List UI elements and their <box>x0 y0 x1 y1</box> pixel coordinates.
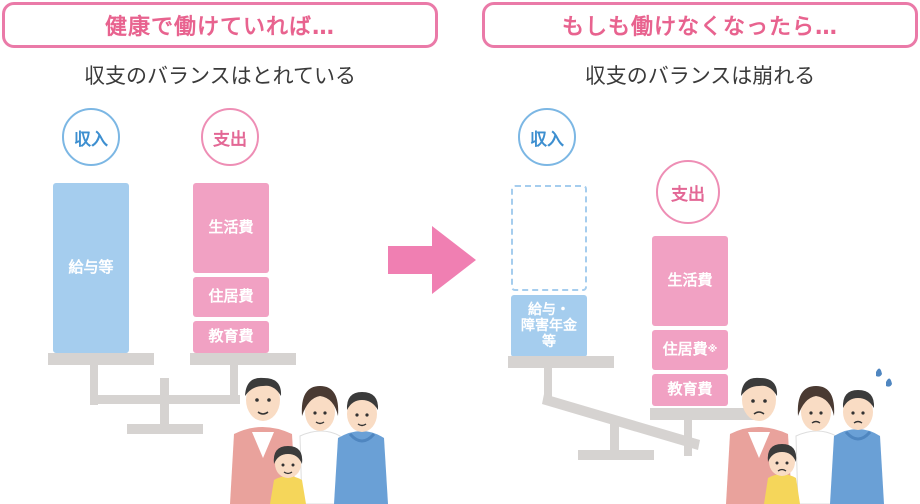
right-expense-label: 支出 <box>671 184 705 205</box>
left-balance-scale <box>48 353 296 434</box>
right-expense-circle: 支出 <box>656 160 720 224</box>
left-income-bar-label: 給与等 <box>68 258 114 277</box>
left-expense-living-label: 生活費 <box>208 218 254 237</box>
right-income-circle: 収入 <box>518 108 576 166</box>
right-expense-bar-education: 教育費 <box>652 374 728 406</box>
right-heading-box: もしも働けなくなったら… <box>482 2 918 48</box>
left-heading: 健康で働けていれば… <box>104 15 335 40</box>
left-income-bar: 給与等 <box>53 183 129 353</box>
right-income-bar-label: 給与・ 障害年金 等 <box>521 301 577 351</box>
left-income-circle: 収入 <box>62 108 120 166</box>
left-expense-bar-education: 教育費 <box>193 321 269 353</box>
left-expense-circle: 支出 <box>201 108 259 166</box>
right-tilted-scale <box>508 356 756 460</box>
left-expense-label: 支出 <box>213 129 247 150</box>
left-heading-box: 健康で働けていれば… <box>2 2 438 48</box>
family-illustration-right <box>726 368 892 504</box>
right-subheading: 収支のバランスは崩れる <box>584 64 816 88</box>
right-expense-housing-label: 住居費 <box>662 340 708 359</box>
right-expense-living-label: 生活費 <box>667 271 713 290</box>
right-expense-bar-housing: 住居費※ <box>652 330 728 370</box>
left-expense-bar-housing: 住居費 <box>193 277 269 317</box>
right-heading: もしも働けなくなったら… <box>561 15 838 40</box>
left-expense-bar-living: 生活費 <box>193 183 269 273</box>
right-expense-education-label: 教育費 <box>667 380 713 399</box>
right-income-bar: 給与・ 障害年金 等 <box>511 295 587 357</box>
left-income-label: 収入 <box>74 129 108 150</box>
left-expense-education-label: 教育費 <box>208 327 254 346</box>
right-expense-bar-living: 生活費 <box>652 236 728 326</box>
right-income-label: 収入 <box>530 129 564 150</box>
footnote-mark: ※ <box>707 344 718 356</box>
right-income-lost-placeholder <box>511 185 587 291</box>
transition-arrow-icon <box>388 226 476 294</box>
family-illustration-left <box>230 377 388 504</box>
left-subheading: 収支のバランスはとれている <box>84 64 356 88</box>
left-expense-housing-label: 住居費 <box>208 287 254 306</box>
